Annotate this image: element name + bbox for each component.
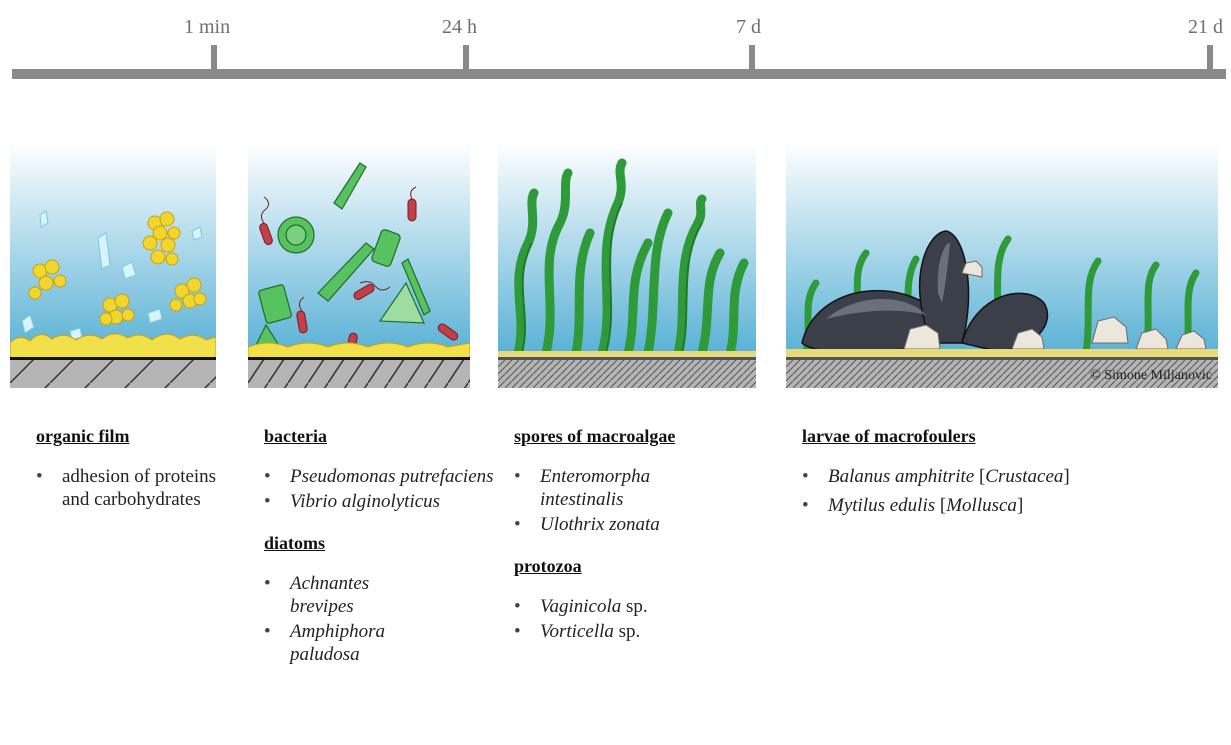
heading-spores-of-macroalgae: spores of macroalgae — [514, 426, 744, 447]
list-item: Vaginicola sp. — [514, 595, 744, 618]
list-item-text: sp. — [614, 621, 640, 642]
timeline-axis — [0, 0, 1231, 90]
macrofoulers-illustration — [786, 143, 1218, 388]
species-name: Crustacea — [985, 466, 1063, 487]
timeline-tick-24h — [463, 45, 469, 73]
heading-protozoa: protozoa — [514, 556, 744, 577]
timeline-tick-7d — [749, 45, 755, 73]
list-item: Achnantes brevipes — [264, 572, 434, 618]
heading-larvae-of-macrofoulers: larvae of macrofoulers — [802, 426, 1222, 447]
list-item-text: [ — [974, 466, 985, 487]
macroalgae-illustration — [498, 143, 756, 388]
list-organic-film: adhesion of proteins and carbohydrates — [36, 465, 236, 511]
species-name: Amphiphora paludosa — [290, 621, 385, 665]
tick-label-21d: 21 d — [1188, 16, 1223, 39]
timeline: 1 min 24 h 7 d 21 d — [0, 0, 1231, 90]
list-item-text: ] — [1017, 495, 1023, 516]
species-name: Enteromorpha intestinalis — [540, 466, 650, 510]
timeline-bar — [12, 69, 1226, 79]
panel-bacteria-diatoms — [248, 143, 470, 388]
list-macroalgae: Enteromorpha intestinalisUlothrix zonata — [514, 465, 714, 536]
species-name: Achnantes brevipes — [290, 573, 369, 617]
heading-organic-film: organic film — [36, 426, 236, 447]
timeline-tick-1min — [211, 45, 217, 73]
copyright-notice: © Simone Miljanovic — [1090, 368, 1212, 384]
column-macroalgae: spores of macroalgae Enteromorpha intest… — [514, 426, 744, 645]
list-item-text: ] — [1063, 466, 1069, 487]
heading-bacteria: bacteria — [264, 426, 494, 447]
list-protozoa: Vaginicola sp.Vorticella sp. — [514, 595, 744, 643]
list-item-text: sp. — [621, 596, 647, 617]
list-item: Ulothrix zonata — [514, 513, 714, 536]
species-name: Vorticella — [540, 621, 614, 642]
bacteria-diatoms-illustration — [248, 143, 470, 388]
species-name: Pseudomonas putrefaciens — [290, 466, 494, 487]
species-name: Mytilus edulis — [828, 495, 935, 516]
tick-label-24h: 24 h — [442, 16, 477, 39]
panel-macrofoulers: © Simone Miljanovic — [786, 143, 1218, 388]
list-diatoms: Achnantes brevipesAmphiphora paludosa — [264, 572, 434, 666]
organic-film-illustration — [10, 143, 216, 388]
panel-organic-film — [10, 143, 216, 388]
species-name: Mollusca — [946, 495, 1017, 516]
tick-label-1min: 1 min — [184, 16, 230, 39]
panel-macroalgae — [498, 143, 756, 388]
column-macrofoulers: larvae of macrofoulers Balanus amphitrit… — [802, 426, 1222, 523]
list-item: Balanus amphitrite [Crustacea] — [802, 465, 1222, 488]
list-item: Vorticella sp. — [514, 620, 744, 643]
heading-diatoms: diatoms — [264, 533, 494, 554]
column-bacteria: bacteria Pseudomonas putrefaciensVibrio … — [264, 426, 494, 668]
timeline-tick-21d — [1207, 45, 1213, 73]
species-name: Ulothrix zonata — [540, 514, 660, 535]
list-item-text: [ — [935, 495, 946, 516]
list-item: Amphiphora paludosa — [264, 620, 434, 666]
tick-label-7d: 7 d — [736, 16, 761, 39]
list-item: Vibrio alginolyticus — [264, 490, 494, 513]
list-item: Mytilus edulis [Mollusca] — [802, 494, 1222, 517]
species-name: Vaginicola — [540, 596, 621, 617]
species-name: Balanus amphitrite — [828, 466, 974, 487]
list-macrofoulers: Balanus amphitrite [Crustacea]Mytilus ed… — [802, 465, 1222, 517]
list-item-text: adhesion of proteins and carbohydrates — [62, 466, 216, 510]
list-item: adhesion of proteins and carbohydrates — [36, 465, 236, 511]
column-organic-film: organic film adhesion of proteins and ca… — [36, 426, 236, 517]
list-bacteria: Pseudomonas putrefaciensVibrio alginolyt… — [264, 465, 494, 513]
list-item: Pseudomonas putrefaciens — [264, 465, 494, 488]
species-name: Vibrio alginolyticus — [290, 491, 440, 512]
list-item: Enteromorpha intestinalis — [514, 465, 714, 511]
